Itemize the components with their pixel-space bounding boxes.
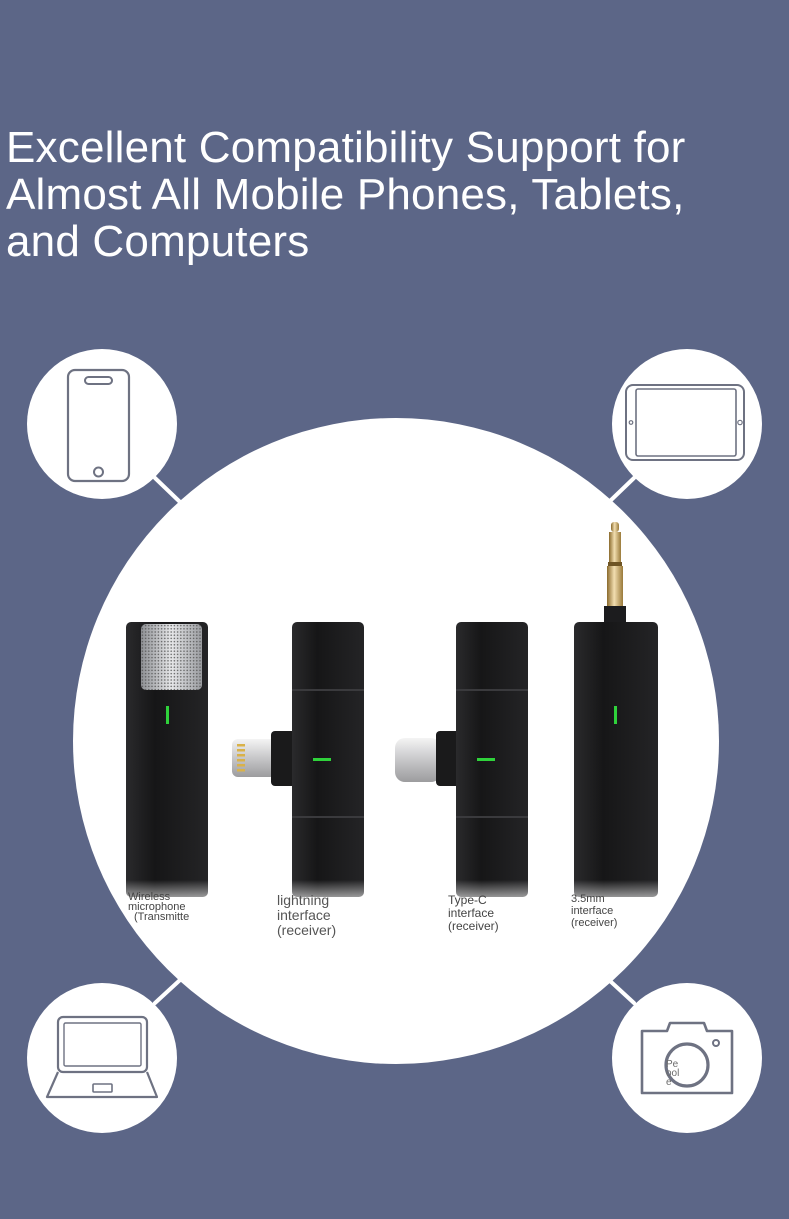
typec-label-line-2: interface <box>448 906 495 920</box>
transmitter-device <box>126 622 208 910</box>
jack35-label-line-3: (receiver) <box>571 917 618 929</box>
lightning-label: lightning interface (receiver) <box>277 893 336 938</box>
headline-line-2: Almost All Mobile Phones, Tablets, <box>6 170 685 219</box>
transmitter-label: Wireless microphone (Transmitte <box>128 891 208 923</box>
typec-label-line-1: Type-C <box>448 893 487 907</box>
lightning-label-line-1: lightning <box>277 892 330 908</box>
camera-icon <box>640 1021 734 1095</box>
tablet-circle <box>612 349 762 499</box>
transmitter-label-line-1: Wireless <box>128 891 171 903</box>
headline-line-1: Excellent Compatibility Support for <box>6 123 686 172</box>
jack35-receiver-device <box>574 522 658 910</box>
lightning-label-line-2: interface <box>277 907 331 923</box>
camera-circle: Pe ool e <box>612 983 762 1133</box>
headline: Excellent Compatibility Support for Almo… <box>6 124 786 265</box>
typec-label-line-3: (receiver) <box>448 919 499 933</box>
lightning-label-line-3: (receiver) <box>277 922 337 938</box>
jack35-label-line-1: 3.5mm <box>571 893 605 905</box>
jack35-label-line-2: interface <box>571 905 614 917</box>
transmitter-label-line-2: microphone <box>128 901 186 913</box>
smartphone-circle <box>27 349 177 499</box>
typec-receiver-device <box>395 622 528 910</box>
tablet-icon <box>625 384 745 461</box>
transmitter-label-line-3: (Transmitte <box>134 911 190 923</box>
jack35-label: 3.5mm interface (receiver) <box>571 893 617 929</box>
laptop-circle <box>27 983 177 1133</box>
typec-label: Type-C interface (receiver) <box>448 894 499 933</box>
laptop-icon <box>45 1015 159 1099</box>
lightning-receiver-device <box>232 622 364 910</box>
headline-line-3: and Computers <box>6 217 310 266</box>
camera-icon-text: Pe ool e <box>666 1059 680 1088</box>
smartphone-icon <box>66 368 131 483</box>
